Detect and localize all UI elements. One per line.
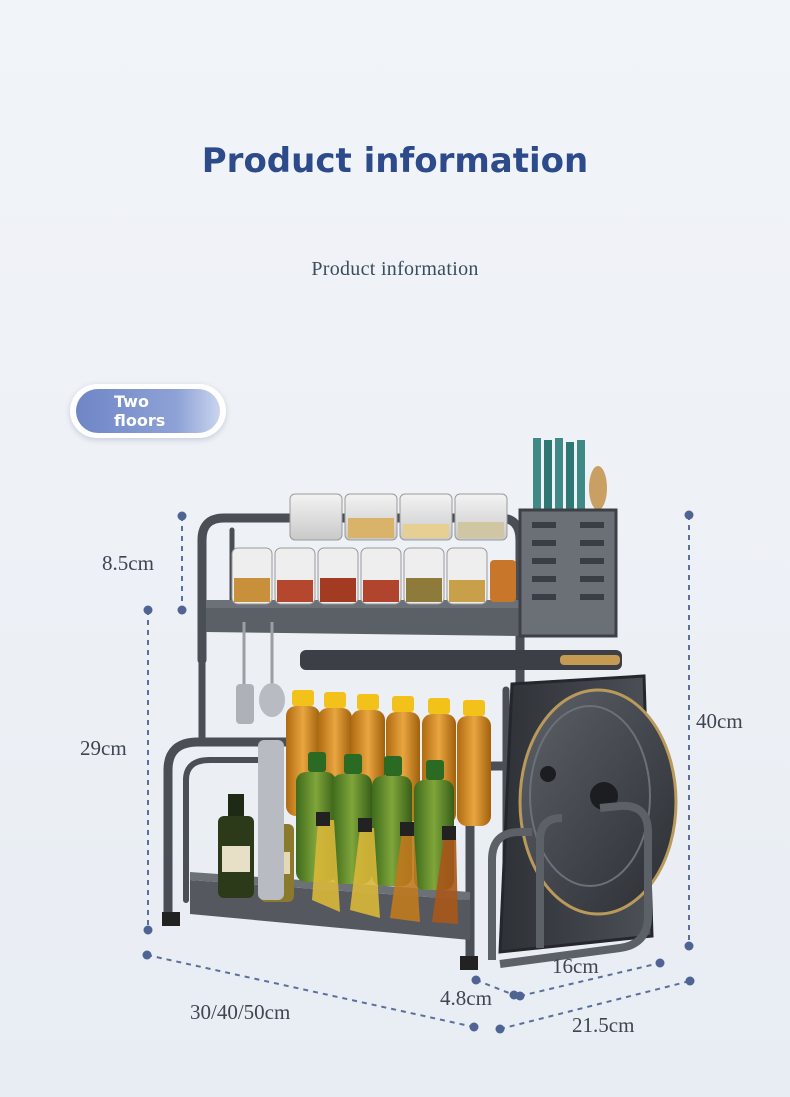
- spice-jars-front: [231, 547, 516, 605]
- hanging-utensils: [236, 622, 285, 724]
- page-subtitle: Product information: [311, 258, 479, 280]
- top-shelf-tray: [206, 600, 520, 636]
- pot-lid: [518, 688, 678, 916]
- dimension-lid-holder-depth: 16cm: [552, 954, 599, 978]
- dimension-total-height: 40cm: [696, 709, 743, 733]
- dimension-lower-height: 29cm: [80, 736, 127, 760]
- spice-jars-back: [289, 493, 508, 541]
- floors-badge-pill: Two floors: [76, 389, 220, 433]
- lid-stand: [488, 801, 652, 968]
- dimension-width: 30/40/50cm: [190, 1000, 291, 1024]
- dimension-lines: [146, 515, 691, 1030]
- dimension-foot-height: 4.8cm: [440, 986, 492, 1010]
- dimension-dots: [142, 510, 695, 1034]
- page-title: Product information: [201, 141, 589, 181]
- board-holder-top: [300, 650, 622, 670]
- floors-badge-label: Two floors: [114, 392, 166, 430]
- dimension-top-shelf-height: 8.5cm: [102, 551, 154, 575]
- floors-badge: Two floors: [70, 384, 226, 438]
- oil-bottles: [218, 690, 491, 924]
- utensil-holder: [518, 438, 618, 638]
- dimension-depth: 21.5cm: [572, 1013, 635, 1037]
